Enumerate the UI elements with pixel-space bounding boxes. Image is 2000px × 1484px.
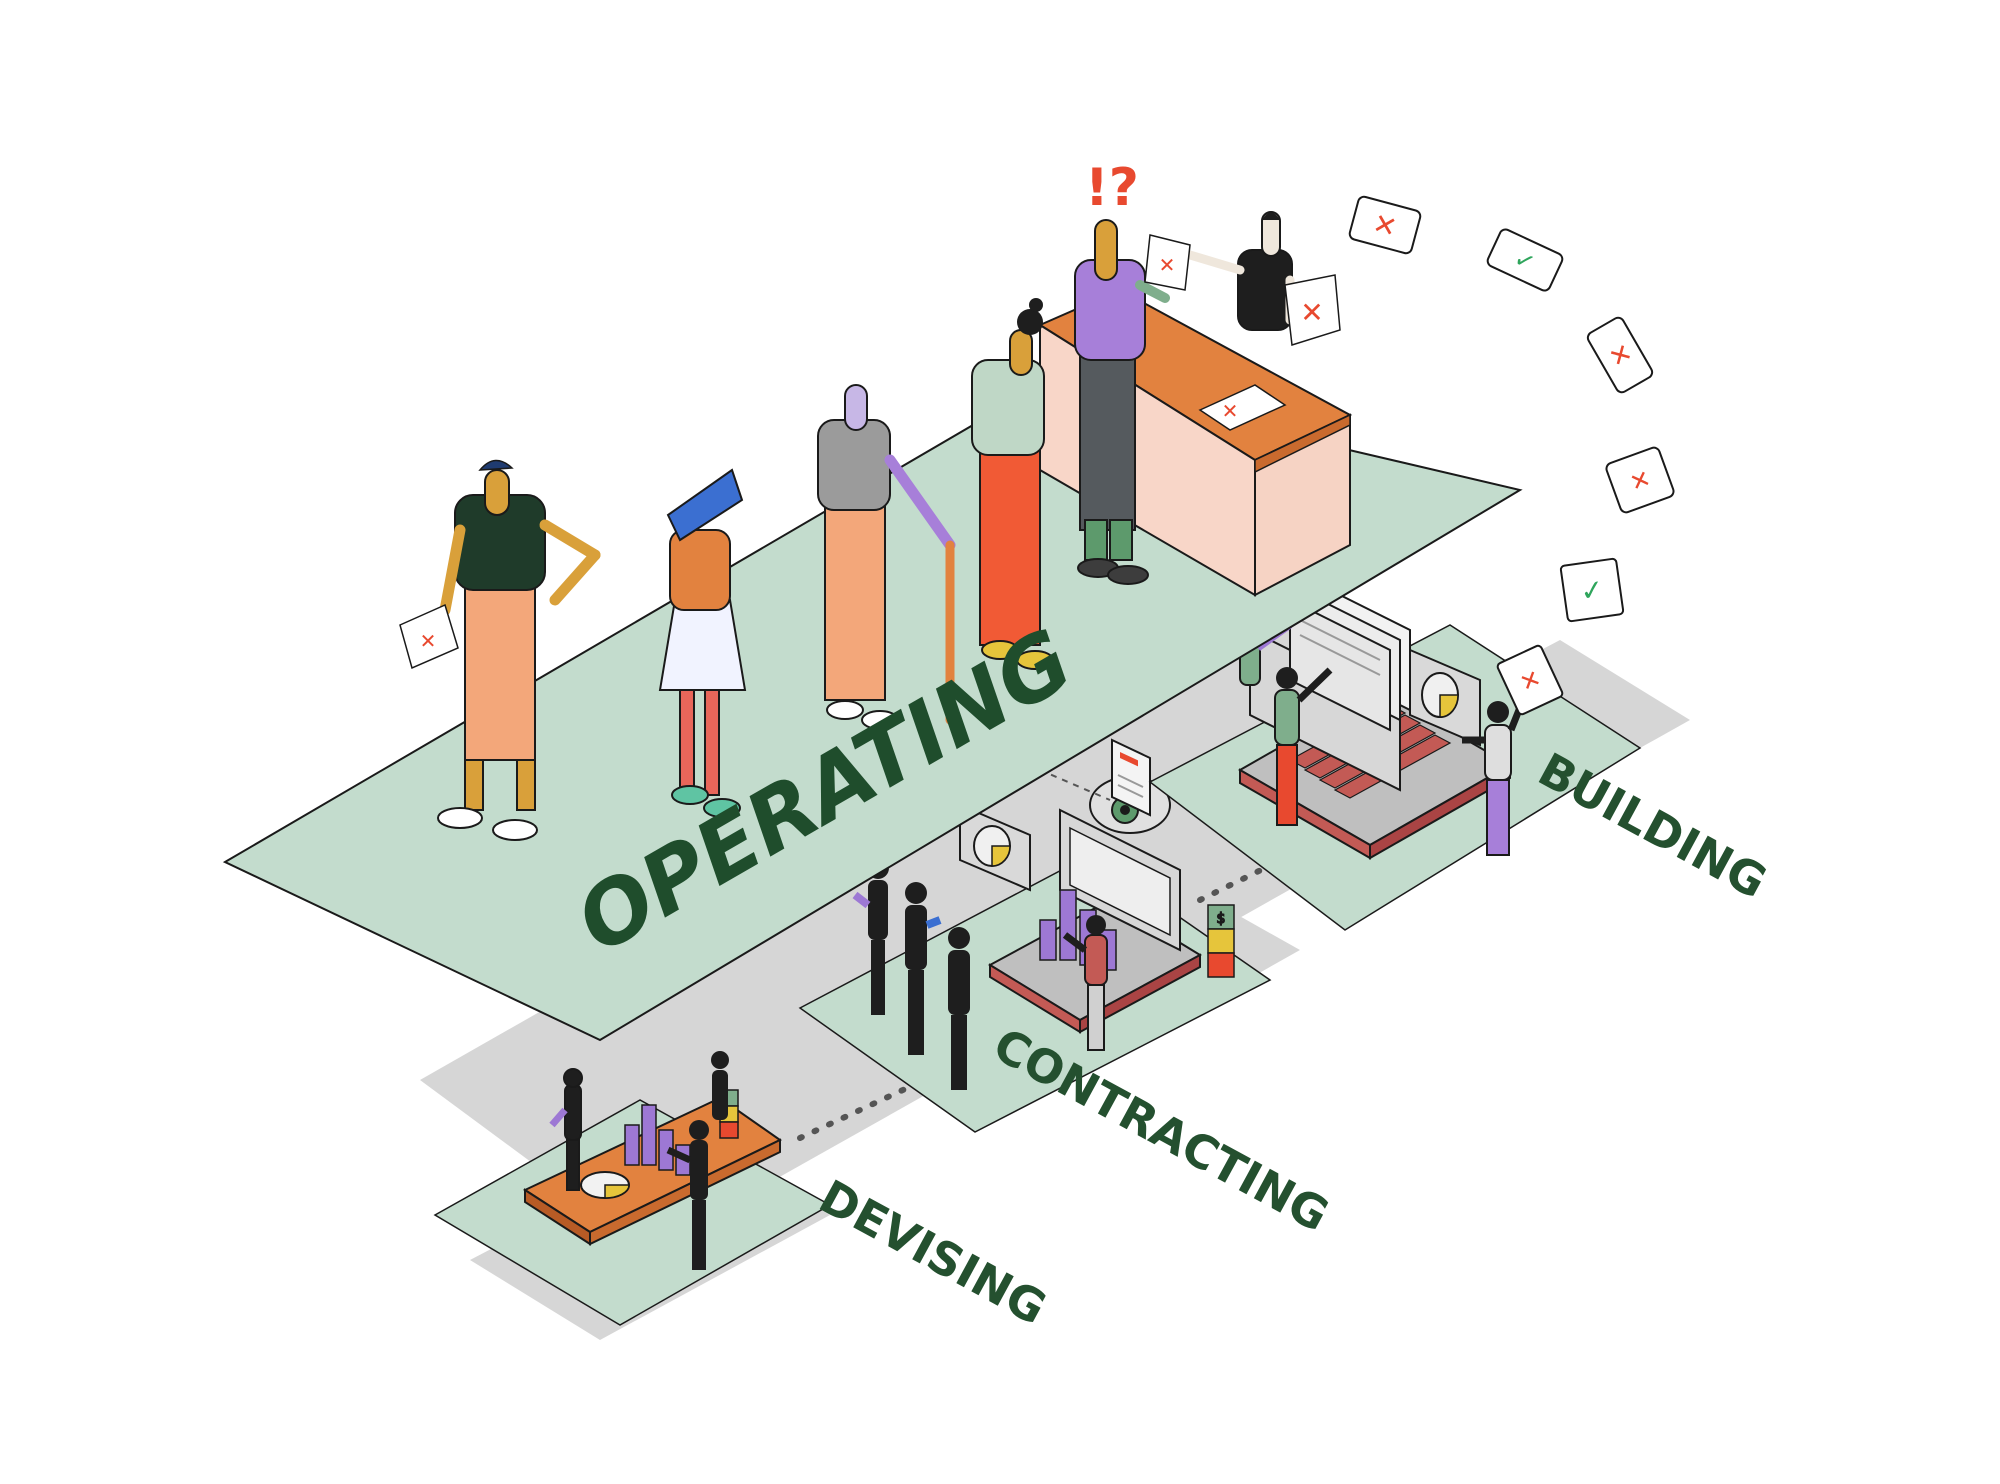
queue-person-1-form-reject: ✕ (420, 629, 437, 653)
flying-form-5-accept: ✓ (1578, 573, 1606, 609)
alert-symbol: !? (1085, 158, 1139, 218)
devising-person-2 (666, 1120, 709, 1270)
confused-person-form (1144, 234, 1191, 291)
counter-form (1198, 384, 1287, 431)
contracting-person-4 (1062, 915, 1108, 1051)
flying-form-6: ✕ (1496, 644, 1564, 716)
queue-person-2-hair (666, 468, 744, 542)
contracting-pie-card (959, 803, 1031, 892)
contracting-cubes: $ (1207, 904, 1235, 978)
devising-label: DEVISING (811, 1169, 1055, 1335)
building-pie-card (1409, 648, 1481, 747)
devising-bar-chart (624, 1104, 691, 1176)
clerk-form-reject: ✕ (1300, 296, 1323, 329)
flying-form-2: ✓ (1486, 228, 1564, 292)
contracting-person-2 (905, 882, 942, 1055)
devising-person-1 (549, 1068, 583, 1191)
building-person-1 (1274, 667, 1333, 826)
connector-contracting-building (1197, 865, 1268, 903)
devising-table-side (589, 1138, 781, 1246)
connector-contracting-document (1039, 769, 1111, 801)
document-icon (1111, 738, 1151, 817)
queue-person-2-skirt (658, 599, 747, 691)
flying-form-5: ✓ (1559, 557, 1625, 623)
contracting-label: CONTRACTING (985, 1017, 1338, 1242)
clerk-form (1284, 274, 1341, 346)
queue-person-4 (971, 298, 1054, 670)
confused-person: ✕ !? (1074, 158, 1191, 585)
queue-person-2 (658, 468, 747, 818)
building-label: BUILDING (1530, 742, 1776, 909)
clerk: ✕ (1185, 211, 1341, 346)
contracting-person-3 (948, 927, 970, 1090)
queue-person-1-form (399, 603, 459, 670)
building-person-3 (1462, 693, 1529, 856)
queue-person-3 (817, 384, 956, 730)
flying-form-4: ✕ (1605, 446, 1675, 514)
flying-form-1: ✕ (1348, 195, 1422, 255)
dollar-icon: $ (1217, 911, 1226, 927)
confused-person-form-reject: ✕ (1159, 253, 1176, 277)
flying-form-3: ✕ (1586, 316, 1654, 394)
devising-person-3 (711, 1051, 729, 1120)
queue-person-1: ✕ (399, 459, 601, 841)
counter-edge (1254, 413, 1351, 474)
counter-form-reject: ✕ (1222, 399, 1239, 423)
flying-forms: ✕ ✓ ✕ ✕ ✓ ✕ (1348, 195, 1675, 716)
